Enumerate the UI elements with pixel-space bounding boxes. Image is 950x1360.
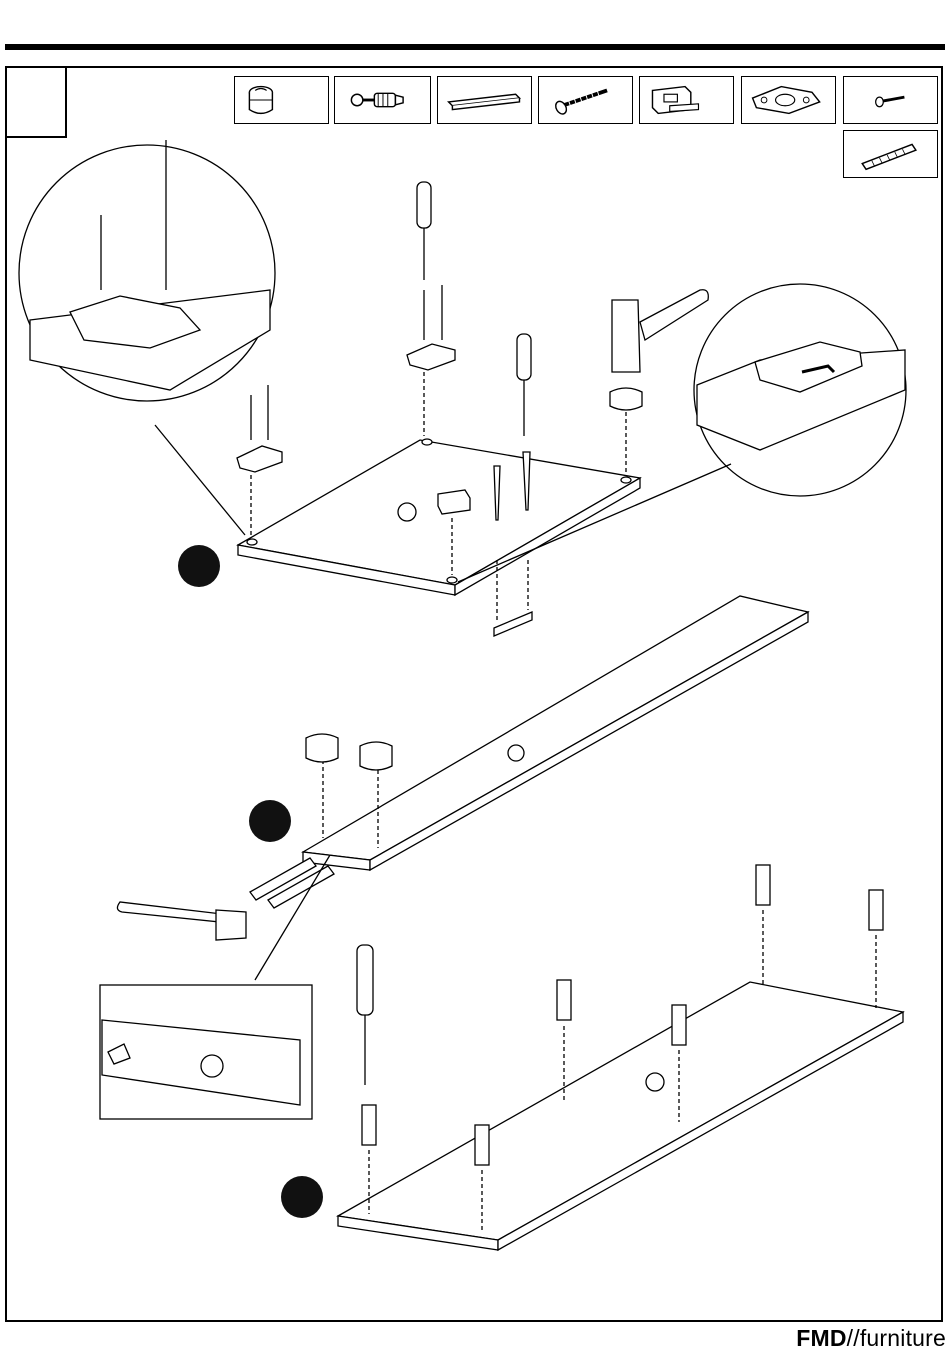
bottom-panel (338, 982, 903, 1250)
hinge-plate-2 (407, 285, 455, 436)
step-3-marker (281, 1176, 323, 1218)
step-1-marker (178, 545, 220, 587)
screwdriver-mid (517, 334, 531, 436)
edge-strip-bottom (494, 560, 532, 636)
brand-rest: //furniture (847, 1325, 946, 1351)
brand-logo: FMD//furniture (796, 1325, 946, 1352)
screwdriver-lower (357, 945, 373, 1085)
hinge-plate-1 (237, 385, 282, 535)
hammer-bottom (117, 902, 246, 940)
hammer-top (612, 290, 708, 372)
screwdriver-upper (417, 182, 431, 280)
dowels-middle (250, 858, 334, 908)
top-panel (238, 439, 640, 595)
zoom-circle-left (19, 140, 275, 535)
cam-locks-middle (306, 734, 392, 770)
cam-right (610, 388, 642, 476)
step-2-marker (249, 800, 291, 842)
brand-bold: FMD (796, 1325, 846, 1351)
middle-panel (303, 596, 808, 870)
